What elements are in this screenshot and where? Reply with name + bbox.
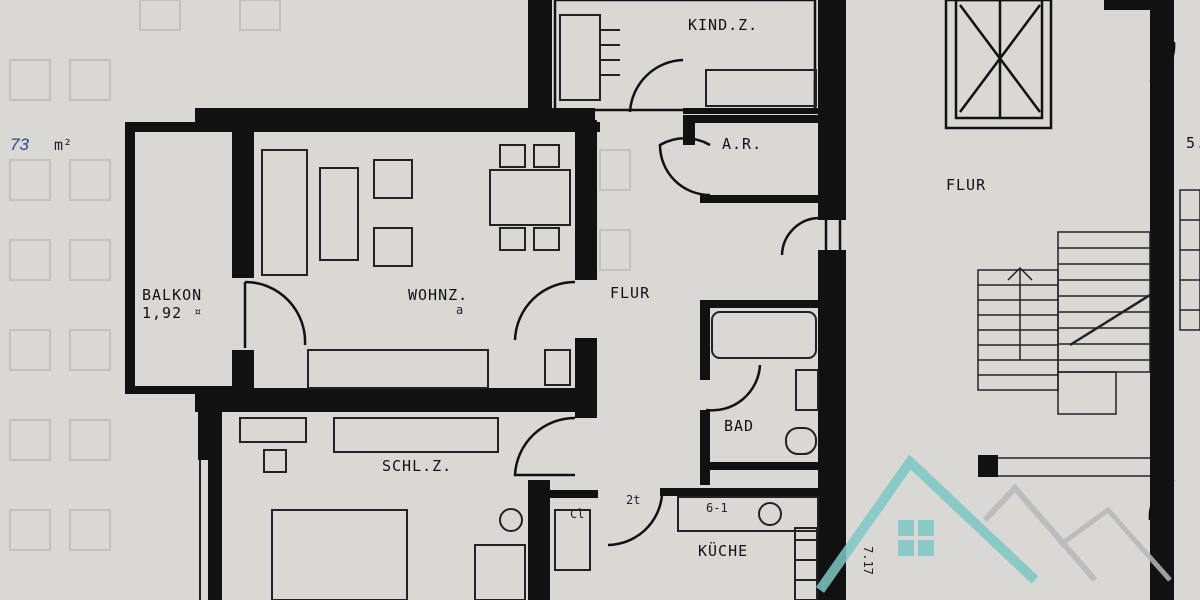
- furniture: [199, 14, 819, 600]
- kitchen-counter-annotation: 6-1: [706, 501, 728, 515]
- staircase: [977, 189, 1200, 477]
- room-label-edge-5: 5.: [1186, 134, 1200, 152]
- room-label-wohnz: WOHNZ.: [408, 286, 468, 304]
- room-label-balkon-area: 1,92: [142, 304, 182, 322]
- vertical-annotation: 7.17: [861, 546, 875, 575]
- room-label-kueche: KÜCHE: [698, 541, 748, 560]
- kitchen-annotation-a: Cl: [570, 507, 584, 521]
- door-swings: [243, 41, 1176, 547]
- room-label-ar: A.R.: [722, 135, 762, 153]
- thin-lines: [298, 0, 1053, 280]
- room-label-wohnz-mark: a: [456, 303, 463, 317]
- room-label-flur-left: FLUR: [610, 284, 650, 302]
- room-label-balkon: BALKON: [142, 286, 202, 304]
- area-unit: m²: [54, 136, 72, 154]
- walls: [125, 0, 1174, 600]
- room-label-balkon-unit: ¤: [194, 305, 201, 319]
- background-grid: [9, 0, 631, 551]
- kitchen-annotation-b: 2t: [626, 493, 640, 507]
- room-label-flur-right: FLUR: [946, 176, 986, 194]
- watermark-logo: [815, 454, 1172, 593]
- area-value: 73: [10, 135, 29, 154]
- room-label-kind: KIND.Z.: [688, 16, 758, 34]
- room-label-schlz: SCHL.Z.: [382, 457, 452, 475]
- room-label-bad: BAD: [724, 417, 754, 435]
